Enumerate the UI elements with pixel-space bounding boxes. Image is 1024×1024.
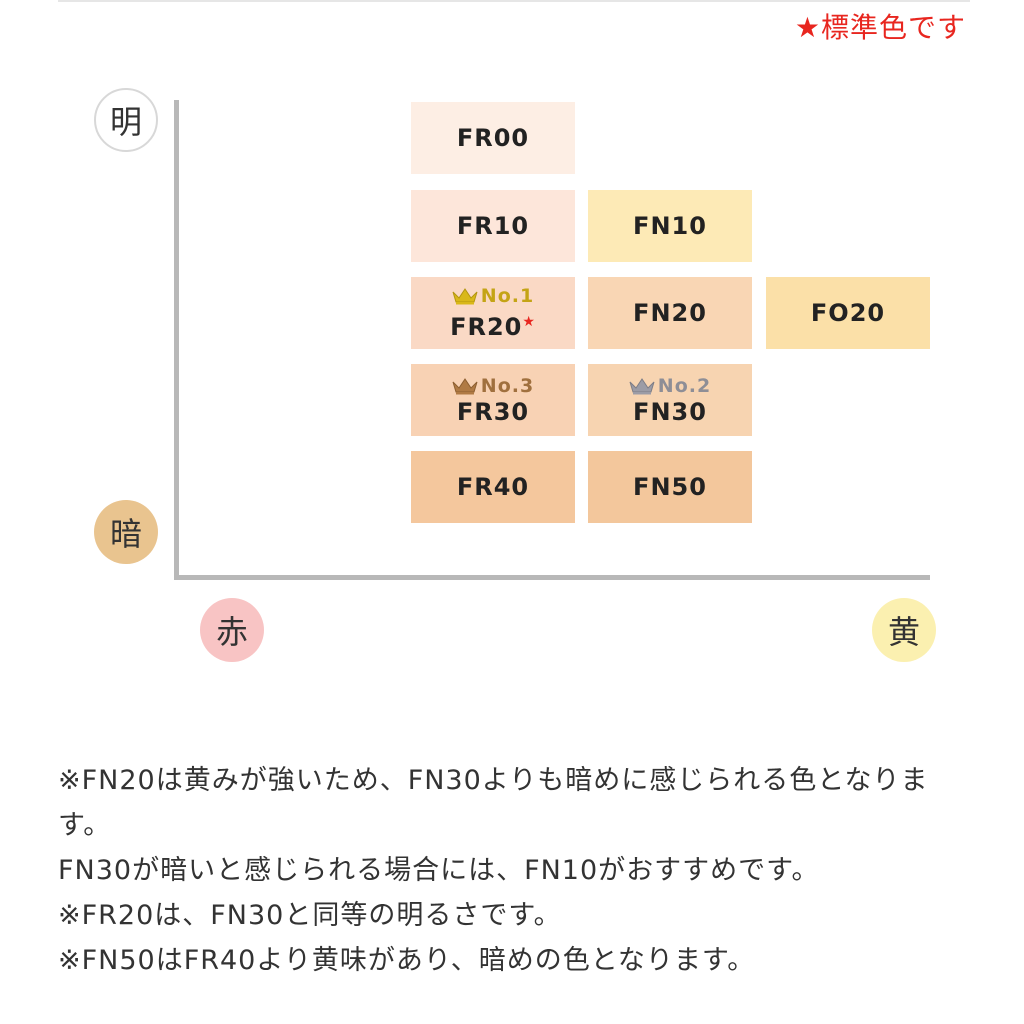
crown-icon (629, 377, 655, 394)
rank-label: No.1 (480, 285, 535, 307)
swatch-fr20: No.1 FR20★ (411, 277, 575, 349)
swatch-code: FR40 (456, 473, 530, 501)
swatch-fn20: FN20 (588, 277, 752, 349)
swatch-code: FN50 (633, 473, 707, 501)
crown-icon (452, 377, 478, 394)
swatch-code: FR20★ (450, 313, 536, 341)
swatch-fn10: FN10 (588, 190, 752, 262)
swatch-code: FN20 (633, 299, 707, 327)
rank-badge: No.3 (452, 376, 534, 396)
vertical-axis (174, 100, 179, 580)
note-line: ※FR20は、FN30と同等の明るさです。 (58, 900, 562, 931)
swatch-fn30: No.2 FN30 (588, 364, 752, 436)
swatch-code: FR00 (456, 124, 530, 152)
swatch-code: FR30 (456, 397, 530, 426)
note-line: FN30が暗いと感じられる場合には、FN10がおすすめです。 (58, 855, 820, 886)
axis-label-dark: 暗 (94, 500, 158, 564)
crown-icon (452, 288, 478, 305)
swatch-fr10: FR10 (411, 190, 575, 262)
swatch-code: FR10 (456, 212, 530, 240)
swatch-code: FO20 (810, 299, 886, 327)
rank-badge: No.1 (452, 286, 534, 306)
swatch-code: FN10 (633, 212, 707, 240)
note-line: ※FN50はFR40より黄味があり、暗めの色となります。 (58, 945, 756, 976)
horizontal-axis (174, 575, 930, 580)
axis-label-yellow: 黄 (872, 598, 936, 662)
top-divider (58, 0, 970, 2)
swatch-fo20: FO20 (766, 277, 930, 349)
rank-badge: No.2 (629, 376, 711, 396)
notes: ※FN20は黄みが強いため、FN30よりも暗めに感じられる色となります。 FN3… (58, 758, 970, 983)
swatch-fr40: FR40 (411, 451, 575, 523)
rank-label: No.2 (657, 374, 712, 397)
swatch-fr30: No.3 FR30 (411, 364, 575, 436)
swatch-code: FN30 (633, 397, 707, 426)
note-line: ※FN20は黄みが強いため、FN30よりも暗めに感じられる色となります。 (58, 765, 929, 841)
axis-label-red: 赤 (200, 598, 264, 662)
axis-label-bright: 明 (94, 88, 158, 152)
swatch-fn50: FN50 (588, 451, 752, 523)
standard-star-icon: ★ (522, 314, 536, 330)
swatch-fr00: FR00 (411, 102, 575, 174)
rank-label: No.3 (480, 374, 535, 397)
standard-color-note: ★標準色です (794, 11, 966, 44)
